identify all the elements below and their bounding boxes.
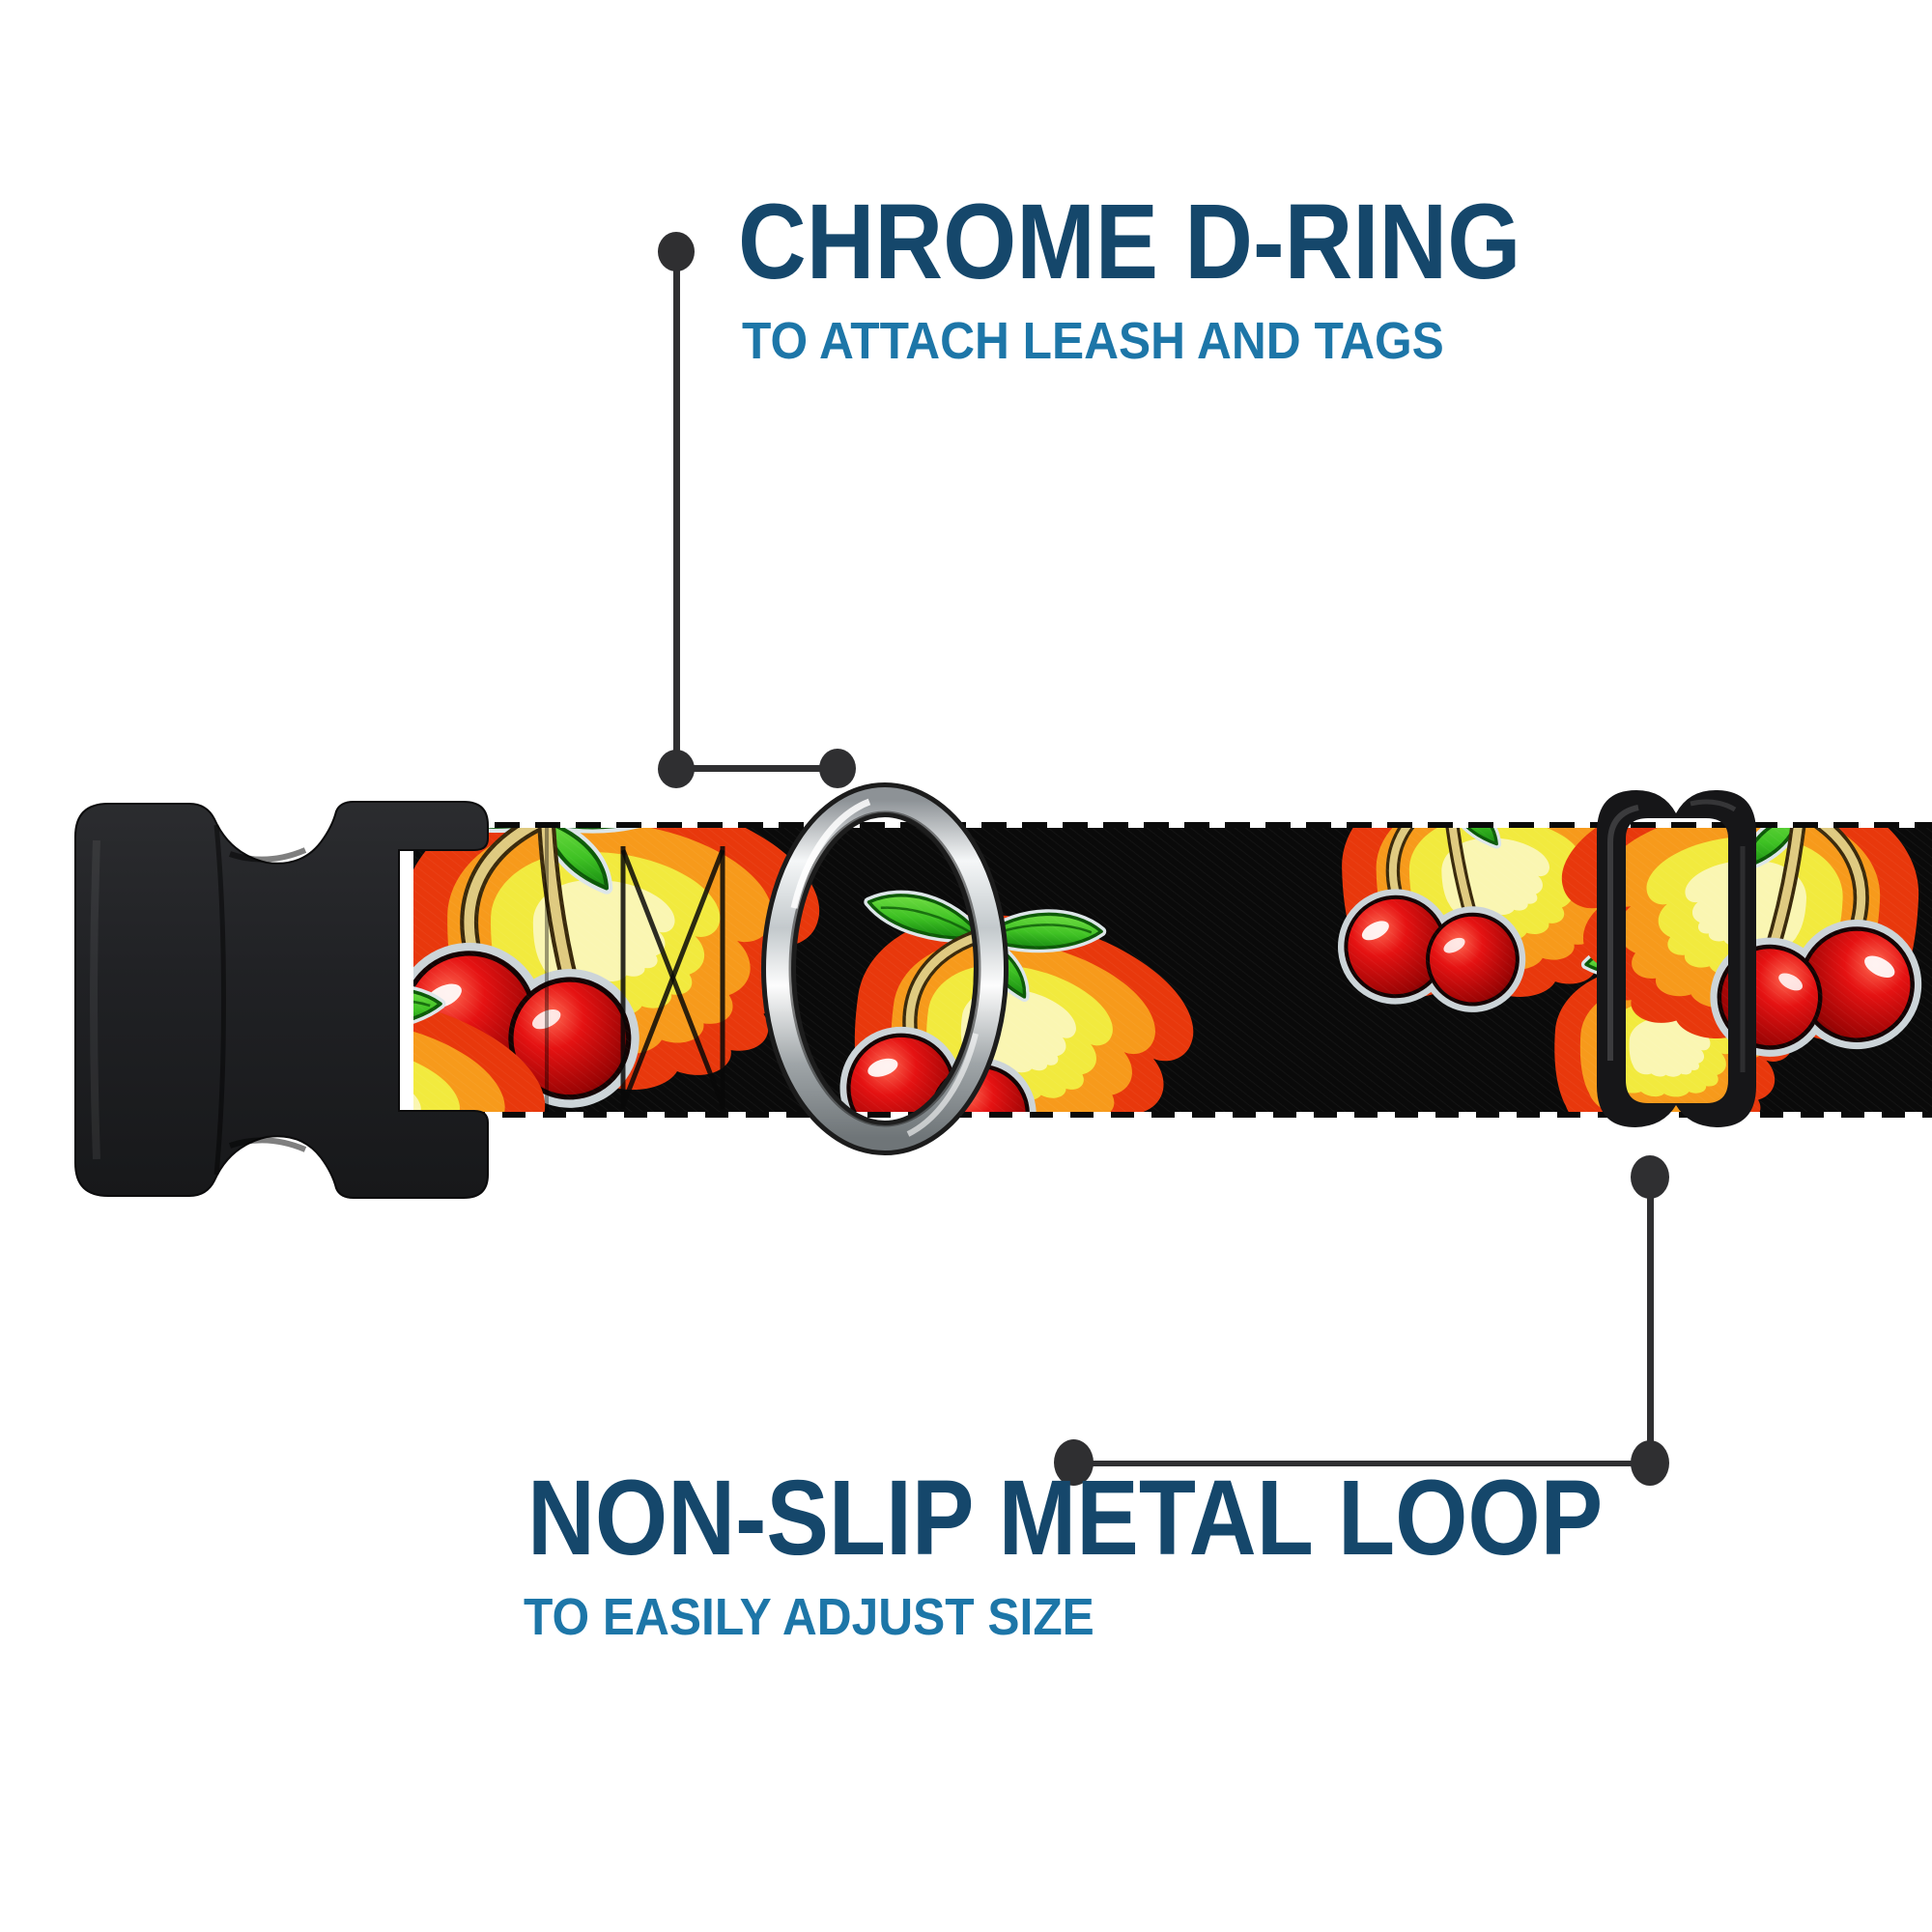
connector-dot	[819, 749, 856, 788]
connector-line-vertical	[1647, 1177, 1654, 1463]
stitch-box	[620, 846, 725, 1109]
connector-line-horizontal	[1073, 1461, 1650, 1466]
collar-webbing	[413, 822, 1932, 1118]
connector-line-horizontal	[676, 765, 838, 772]
connector-line-vertical	[673, 253, 680, 769]
top-callout-subtitle: TO ATTACH LEASH AND TAGS	[742, 312, 1444, 370]
bottom-callout-subtitle: TO EASILY ADJUST SIZE	[524, 1588, 1094, 1646]
top-callout-title: CHROME D-RING	[738, 183, 1521, 301]
plastic-buckle	[74, 801, 489, 1199]
connector-dot	[1054, 1439, 1094, 1486]
chrome-d-ring	[761, 782, 1009, 1155]
bottom-callout-title: NON-SLIP METAL LOOP	[527, 1459, 1604, 1577]
metal-loop	[1597, 790, 1756, 1127]
